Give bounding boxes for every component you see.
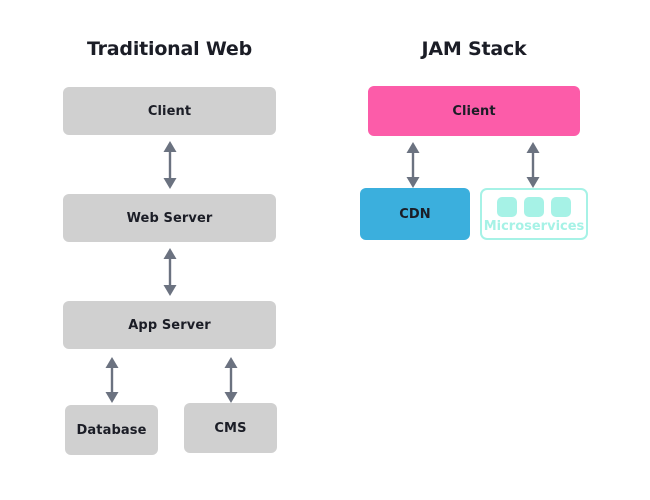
node-web-server[interactable]: Web Server (63, 194, 276, 242)
arrow-app-server-to-database (103, 357, 121, 403)
column-title-jam-stack: JAM Stack (421, 38, 527, 60)
microservice-square-icon (497, 197, 517, 217)
node-microservices[interactable]: Microservices (480, 188, 588, 240)
node-database[interactable]: Database (65, 405, 158, 455)
column-title-traditional-web: Traditional Web (86, 38, 253, 60)
node-microservices-label: Microservices (483, 219, 585, 234)
node-app-server[interactable]: App Server (63, 301, 276, 349)
node-cdn[interactable]: CDN (360, 188, 470, 240)
node-cms[interactable]: CMS (184, 403, 277, 453)
microservice-square-icon (551, 197, 571, 217)
arrow-client-to-cdn (404, 142, 422, 188)
arrow-client-to-microservices (524, 142, 542, 188)
arrow-client-to-web-server (161, 141, 179, 189)
microservice-icons (497, 197, 571, 217)
microservice-square-icon (524, 197, 544, 217)
node-client-traditional[interactable]: Client (63, 87, 276, 135)
arrow-web-server-to-app-server (161, 248, 179, 296)
node-client-jam[interactable]: Client (368, 86, 580, 136)
arrow-app-server-to-cms (222, 357, 240, 403)
